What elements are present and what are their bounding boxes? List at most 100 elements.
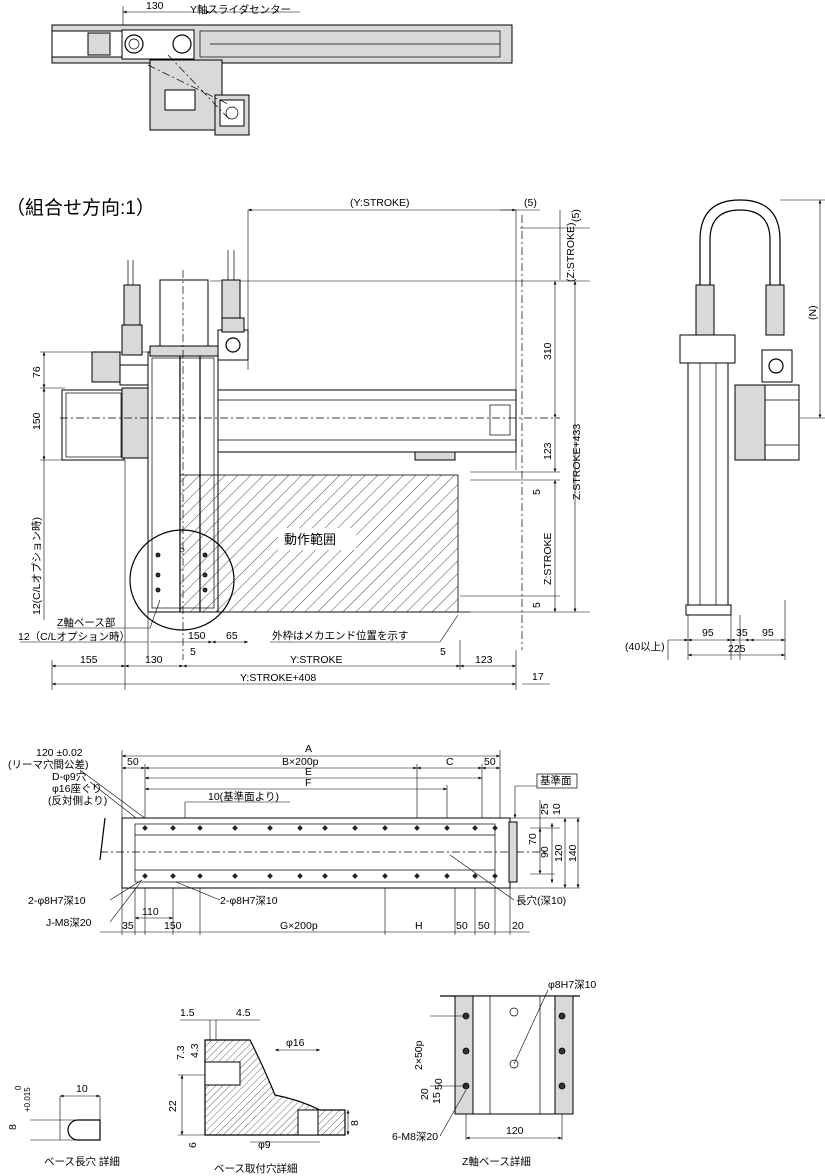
dim-150-left: 150 [31, 412, 43, 430]
base-hole [297, 873, 303, 879]
dim-E: E [305, 766, 312, 778]
ref-10: 10(基準面より) [208, 790, 279, 803]
detail-zbase: φ8H7深10 2×50p 50 20 15 6-M8深20 120 Z軸ベース… [392, 979, 596, 1168]
dim-50-right: 50 [484, 756, 496, 768]
z-stroke-433: Z:STROKE+433 [571, 424, 583, 500]
tap-j: J-M8深20 [46, 917, 92, 929]
dim-120: 120 [553, 844, 565, 862]
y-stroke-408: Y:STROKE+408 [240, 672, 316, 684]
zbase-50: 50 [433, 1078, 445, 1090]
mount-caption: ベース取付穴詳細 [214, 1162, 297, 1175]
base-hole [444, 825, 450, 831]
detail-slot: 10 8 +0.015 0 ベース長穴 詳細 [7, 1083, 120, 1168]
dim-310: 310 [542, 342, 554, 360]
base-hole [232, 873, 238, 879]
base-hole [382, 825, 388, 831]
dim-70: 70 [527, 833, 539, 845]
section-title: （組合せ方向:1） [6, 197, 155, 219]
dim-150-bottom: 150 [188, 630, 206, 642]
dim-5-c: 5 [440, 646, 446, 658]
dim-12-opt-vertical: 12(C/Lオプション時) [31, 517, 43, 615]
mount-phi9: φ9 [258, 1139, 271, 1151]
base-hole [492, 825, 498, 831]
base-hole [382, 873, 388, 879]
dim-90: 90 [539, 846, 551, 858]
dim-150: 150 [164, 920, 182, 932]
slot-tol: +0.015 [23, 1087, 32, 1112]
dim-gx200: G×200p [280, 920, 318, 932]
front-view: (Y:STROKE) (5) (Z:STROKE) (5) 310 123 Z:… [18, 197, 590, 690]
ref-surface: 基準面 [540, 774, 572, 787]
slot-tol0: 0 [14, 1085, 23, 1090]
base-holes [142, 825, 498, 879]
dim-10: 10 [551, 803, 563, 815]
base-hole [414, 873, 420, 879]
dim-H: H [415, 920, 423, 932]
dim-5-right: (5) [570, 209, 582, 222]
tol-120: 120 ±0.02 [36, 747, 83, 759]
dim-110: 110 [142, 906, 159, 918]
base-hole [352, 825, 358, 831]
base-hole [322, 825, 328, 831]
z-stroke-paren: (Z:STROKE) [565, 223, 577, 283]
base-hole [197, 873, 203, 879]
base-hole [297, 825, 303, 831]
base-hole [267, 825, 273, 831]
base-hole [197, 825, 203, 831]
zbase-2x50: 2×50p [413, 1040, 425, 1070]
base-hole [444, 873, 450, 879]
dim-130: 130 [145, 654, 163, 666]
dim-5-bottom: 5 [190, 646, 196, 658]
dim-50b: 50 [478, 920, 490, 932]
dim-225: 225 [728, 643, 746, 655]
dim-n: (N) [807, 305, 819, 320]
zbase-20: 20 [419, 1088, 431, 1100]
dim-12-opt: 12（C/Lオプション時） [18, 631, 130, 643]
mount-dim-6: 6 [187, 1142, 199, 1148]
d-phi9: D-φ9穴 [52, 770, 87, 783]
dim-35: 35 [122, 920, 134, 932]
dim-123-bottom: 123 [475, 654, 493, 666]
dim-155: 155 [80, 654, 98, 666]
base-hole [142, 873, 148, 879]
base-hole [472, 873, 478, 879]
dim-20: 20 [512, 920, 524, 932]
dim-5-a: 5 [531, 489, 543, 495]
base-hole [232, 825, 238, 831]
dim-35: 35 [736, 627, 748, 639]
pin-a: 2-φ8H7深10 [28, 895, 86, 907]
dim-bx200: B×200p [282, 756, 319, 768]
mount-phi16: φ16 [286, 1037, 305, 1049]
zbase-pin: φ8H7深10 [548, 979, 596, 991]
z-stroke: Z:STROKE [542, 532, 554, 585]
dim-F: F [305, 777, 311, 789]
dim-95a: 95 [702, 627, 714, 639]
dim-76: 76 [31, 366, 43, 378]
dim-5-b: 5 [531, 602, 543, 608]
dim-C: C [446, 756, 454, 768]
base-hole [492, 873, 498, 879]
zbase-caption: Z軸ベース詳細 [462, 1155, 531, 1168]
phi16-cb: φ16座ぐり [52, 782, 102, 795]
z-base-holes [155, 547, 208, 593]
dim-140: 140 [567, 844, 579, 862]
base-hole [170, 873, 176, 879]
top-dim-130: 130 [146, 0, 164, 12]
mount-dim-1-5: 1.5 [180, 1007, 195, 1019]
dim-50a: 50 [456, 920, 468, 932]
zbase-120: 120 [506, 1125, 524, 1137]
base-hole [414, 825, 420, 831]
mount-dim-7-3: 7.3 [175, 1045, 187, 1060]
y-stroke-paren: (Y:STROKE) [350, 197, 410, 209]
zbase-15: 15 [431, 1092, 443, 1104]
dim-95b: 95 [762, 627, 774, 639]
dim-123-right: 123 [542, 442, 554, 460]
base-hole [170, 825, 176, 831]
base-hole [322, 873, 328, 879]
from-back: (反対側より) [48, 794, 107, 807]
dim-A: A [305, 743, 312, 755]
dim-25: 25 [539, 803, 551, 815]
slot-dim-10: 10 [76, 1083, 88, 1095]
base-view: 120 ±0.02 (リーマ穴間公差) D-φ9穴 φ16座ぐり (反対側より)… [8, 743, 580, 935]
dim-50-left: 50 [127, 756, 139, 768]
